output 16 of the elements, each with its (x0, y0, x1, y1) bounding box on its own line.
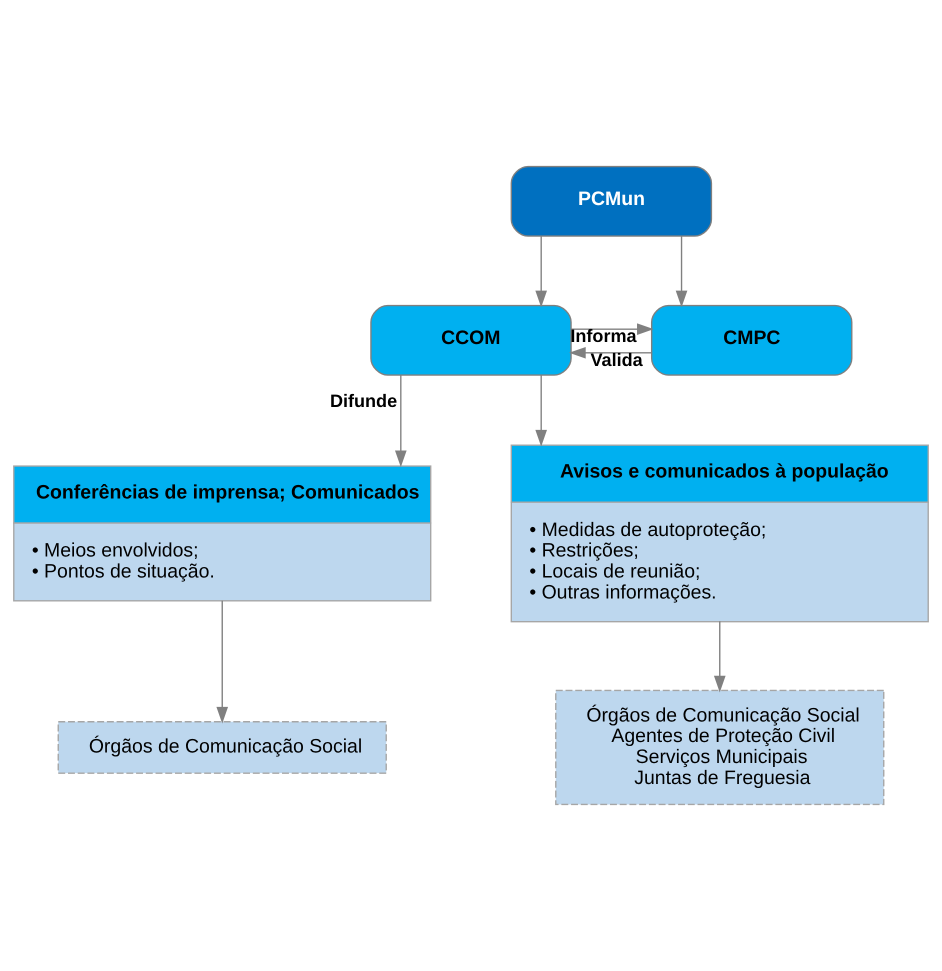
arrow (535, 236, 548, 308)
arrow (394, 375, 407, 468)
arrow (714, 621, 726, 692)
node-box: Órgãos de Comunicação Social Agentes de Proteção Civil Serviços Municipais Juntas de Freguesia (555, 690, 884, 806)
edge-label: Valida (590, 350, 643, 370)
node-box: PCMun (510, 166, 712, 237)
arrow (571, 323, 654, 335)
arrow (216, 600, 228, 724)
node-box: Órgãos de Comunicação Social (58, 721, 387, 774)
node-box: CCOM (370, 304, 572, 376)
arrow (569, 346, 652, 359)
arrow (676, 236, 688, 308)
arrow (535, 375, 548, 447)
edge-label: Difunde (330, 390, 398, 411)
edge-label: Informa (570, 326, 637, 346)
node-box: CMPC (650, 304, 852, 376)
